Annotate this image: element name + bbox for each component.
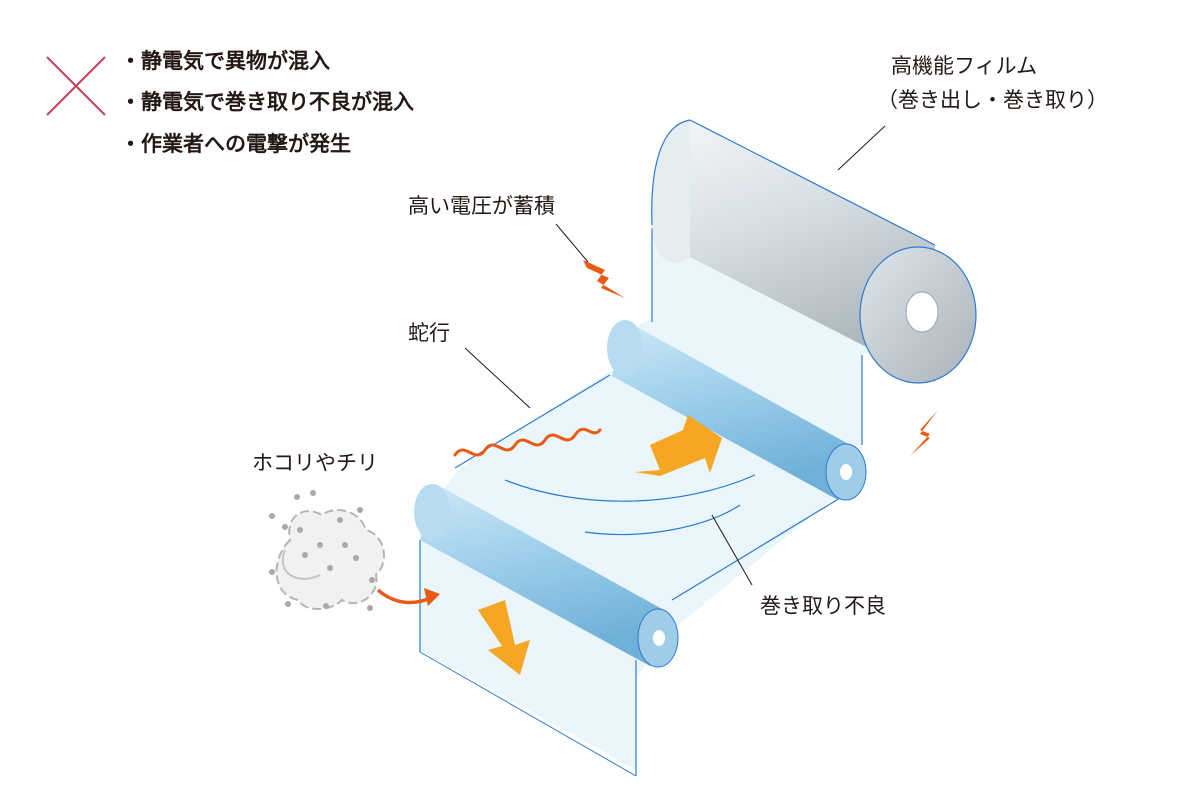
- guide-roller-upper: [607, 320, 867, 501]
- film-sheet: [419, 225, 900, 777]
- spark-icon-left: [583, 260, 625, 298]
- guide-roller-lower: [414, 484, 679, 668]
- label-meander: 蛇行: [408, 321, 450, 345]
- cross-icon: [46, 56, 106, 116]
- problem-item-foreign-matter: ・静電気で異物が混入: [120, 49, 330, 73]
- label-high-voltage: 高い電圧が蓄積: [408, 194, 555, 218]
- spark-icon-right: [910, 410, 938, 456]
- dust-cloud-icon: [269, 490, 440, 611]
- meander-wave-icon: [453, 427, 602, 457]
- problem-item-winding-defect: ・静電気で巻き取り不良が混入: [120, 90, 414, 114]
- wrinkle-lines: [504, 474, 756, 536]
- film-roll: [651, 119, 977, 384]
- label-dust: ホコリやチリ: [252, 451, 378, 475]
- label-film-sub: （巻き出し・巻き取り）: [877, 88, 1108, 112]
- direction-arrow-lower: [478, 600, 530, 675]
- direction-arrow-upper: [635, 415, 722, 476]
- label-winding-defect: 巻き取り不良: [760, 594, 886, 618]
- problem-list: ・静電気で異物が混入 ・静電気で巻き取り不良が混入 ・作業者への電撃が発生: [46, 49, 414, 156]
- label-film-name: 高機能フィルム: [891, 54, 1037, 78]
- leader-lines: [464, 125, 886, 586]
- problem-item-electric-shock: ・作業者への電撃が発生: [120, 132, 351, 156]
